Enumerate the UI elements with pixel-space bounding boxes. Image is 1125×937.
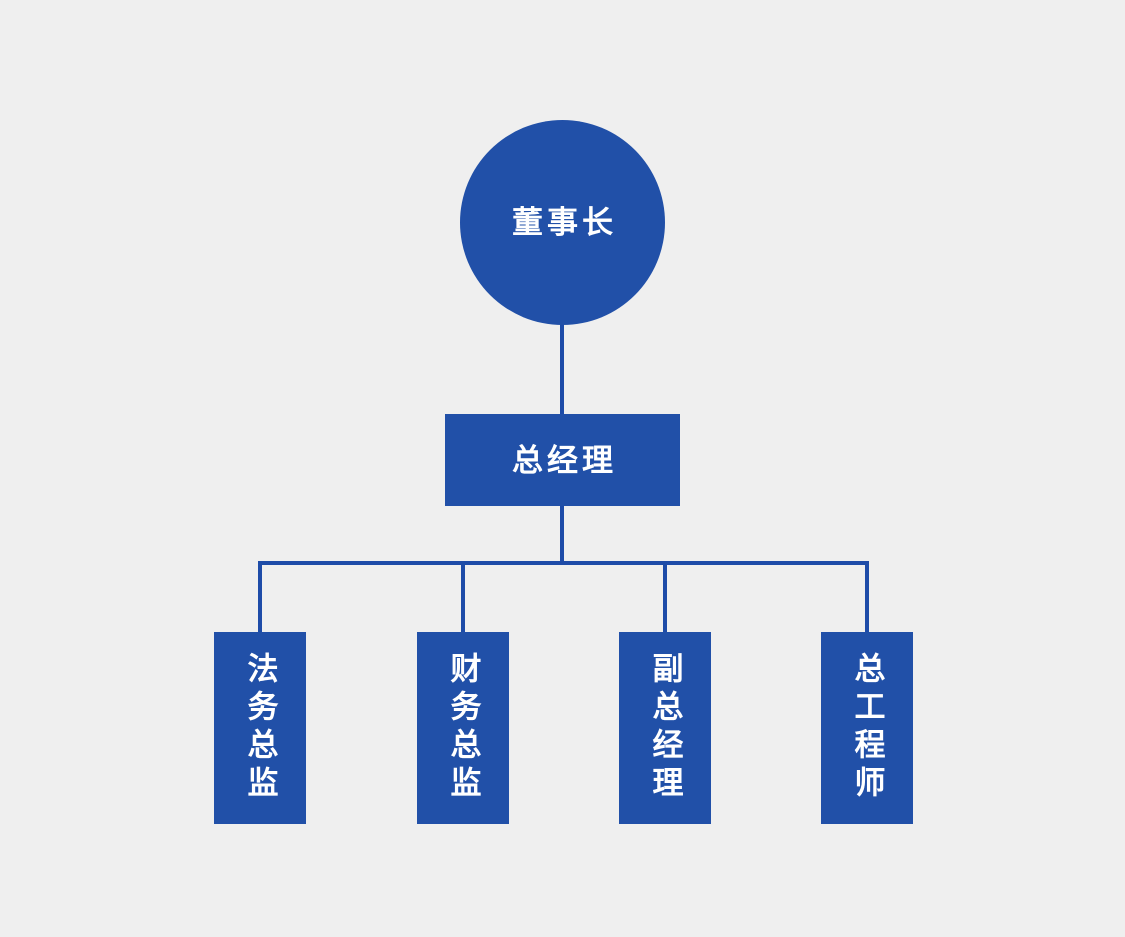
node-general-manager-label: 总经理 bbox=[512, 442, 617, 478]
node-chief-engineer-label: 总工程师 bbox=[849, 652, 885, 804]
node-deputy-general-manager: 副总经理 bbox=[619, 632, 711, 824]
node-finance-director: 财务总监 bbox=[417, 632, 509, 824]
connector-gm-to-branch bbox=[560, 506, 564, 563]
node-chairman: 董事长 bbox=[460, 120, 665, 325]
node-deputy-general-manager-label: 副总经理 bbox=[647, 652, 683, 804]
node-legal-director: 法务总监 bbox=[214, 632, 306, 824]
connector-drop-legal-director bbox=[258, 561, 262, 633]
connector-drop-chief-engineer bbox=[865, 561, 869, 633]
node-chief-engineer: 总工程师 bbox=[821, 632, 913, 824]
connector-drop-deputy-gm bbox=[663, 561, 667, 633]
node-chairman-label: 董事长 bbox=[512, 205, 617, 240]
node-legal-director-label: 法务总监 bbox=[242, 652, 278, 804]
node-finance-director-label: 财务总监 bbox=[445, 652, 481, 804]
node-general-manager: 总经理 bbox=[445, 414, 680, 506]
connector-drop-finance-director bbox=[461, 561, 465, 633]
connector-branch-horizontal bbox=[258, 561, 869, 565]
connector-chairman-to-gm bbox=[560, 324, 564, 415]
